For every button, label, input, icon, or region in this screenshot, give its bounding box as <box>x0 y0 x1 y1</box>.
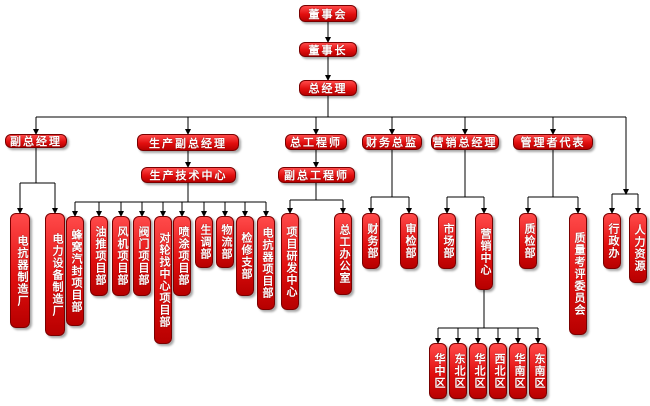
rd-center-node: 项目研发中心 <box>281 213 299 310</box>
reactor-project-node: 电抗器项目部 <box>257 216 275 310</box>
region-south-china-node: 华南区 <box>509 343 527 399</box>
hr-node: 人力资源 <box>629 213 647 283</box>
pairing-center-project-node: 对轮找中心项目部 <box>154 216 172 344</box>
logistics-dept-node: 物流部 <box>216 216 234 268</box>
deputy-chief-engineer-node: 副总工程师 <box>278 167 355 183</box>
honeycomb-project-node: 蜂窝汽封项目部 <box>66 216 84 326</box>
region-north-node: 华北区 <box>469 343 487 399</box>
quality-committee-node: 质量考评委员会 <box>569 213 587 335</box>
valve-project-node: 阀门项目部 <box>133 216 151 296</box>
prod-deputy-gm-node: 生产副总经理 <box>137 134 239 151</box>
production-dept-node: 生调部 <box>195 216 213 268</box>
board-node: 董事会 <box>299 5 357 22</box>
quality-dept-node: 质检部 <box>519 213 537 269</box>
admin-office-node: 行政办 <box>603 213 621 269</box>
marketing-gm-node: 营销总经理 <box>431 134 499 150</box>
chairman-node: 董事长 <box>299 42 357 57</box>
reactor-factory-node: 电抗器制造厂 <box>10 213 30 328</box>
finance-dept-node: 财务部 <box>362 213 380 269</box>
region-central-china-node: 华中区 <box>429 343 447 399</box>
chief-engineer-office-node: 总工办公室 <box>334 213 352 295</box>
chief-engineer-node: 总工程师 <box>285 134 347 150</box>
sales-center-node: 营销中心 <box>475 213 493 290</box>
tech-center-node: 生产技术中心 <box>141 167 236 183</box>
region-northwest-node: 西北区 <box>489 343 507 399</box>
coating-project-node: 喷涂项目部 <box>173 216 191 296</box>
audit-dept-node: 审检部 <box>400 213 418 269</box>
gm-node: 总经理 <box>299 80 357 96</box>
deputy-gm-node: 副总经理 <box>5 134 67 148</box>
maintenance-support-node: 检修支部 <box>236 216 254 296</box>
market-dept-node: 市场部 <box>438 213 456 269</box>
region-southeast-node: 东南区 <box>529 343 547 399</box>
finance-director-node: 财务总监 <box>362 134 422 150</box>
fan-project-node: 风机项目部 <box>112 216 130 296</box>
oil-pump-project-node: 油推项目部 <box>90 216 108 296</box>
connectors <box>17 22 641 344</box>
region-northeast-node: 东北区 <box>449 343 467 399</box>
management-rep-node: 管理者代表 <box>513 134 593 150</box>
power-equipment-factory-node: 电力设备制造厂 <box>45 213 65 336</box>
